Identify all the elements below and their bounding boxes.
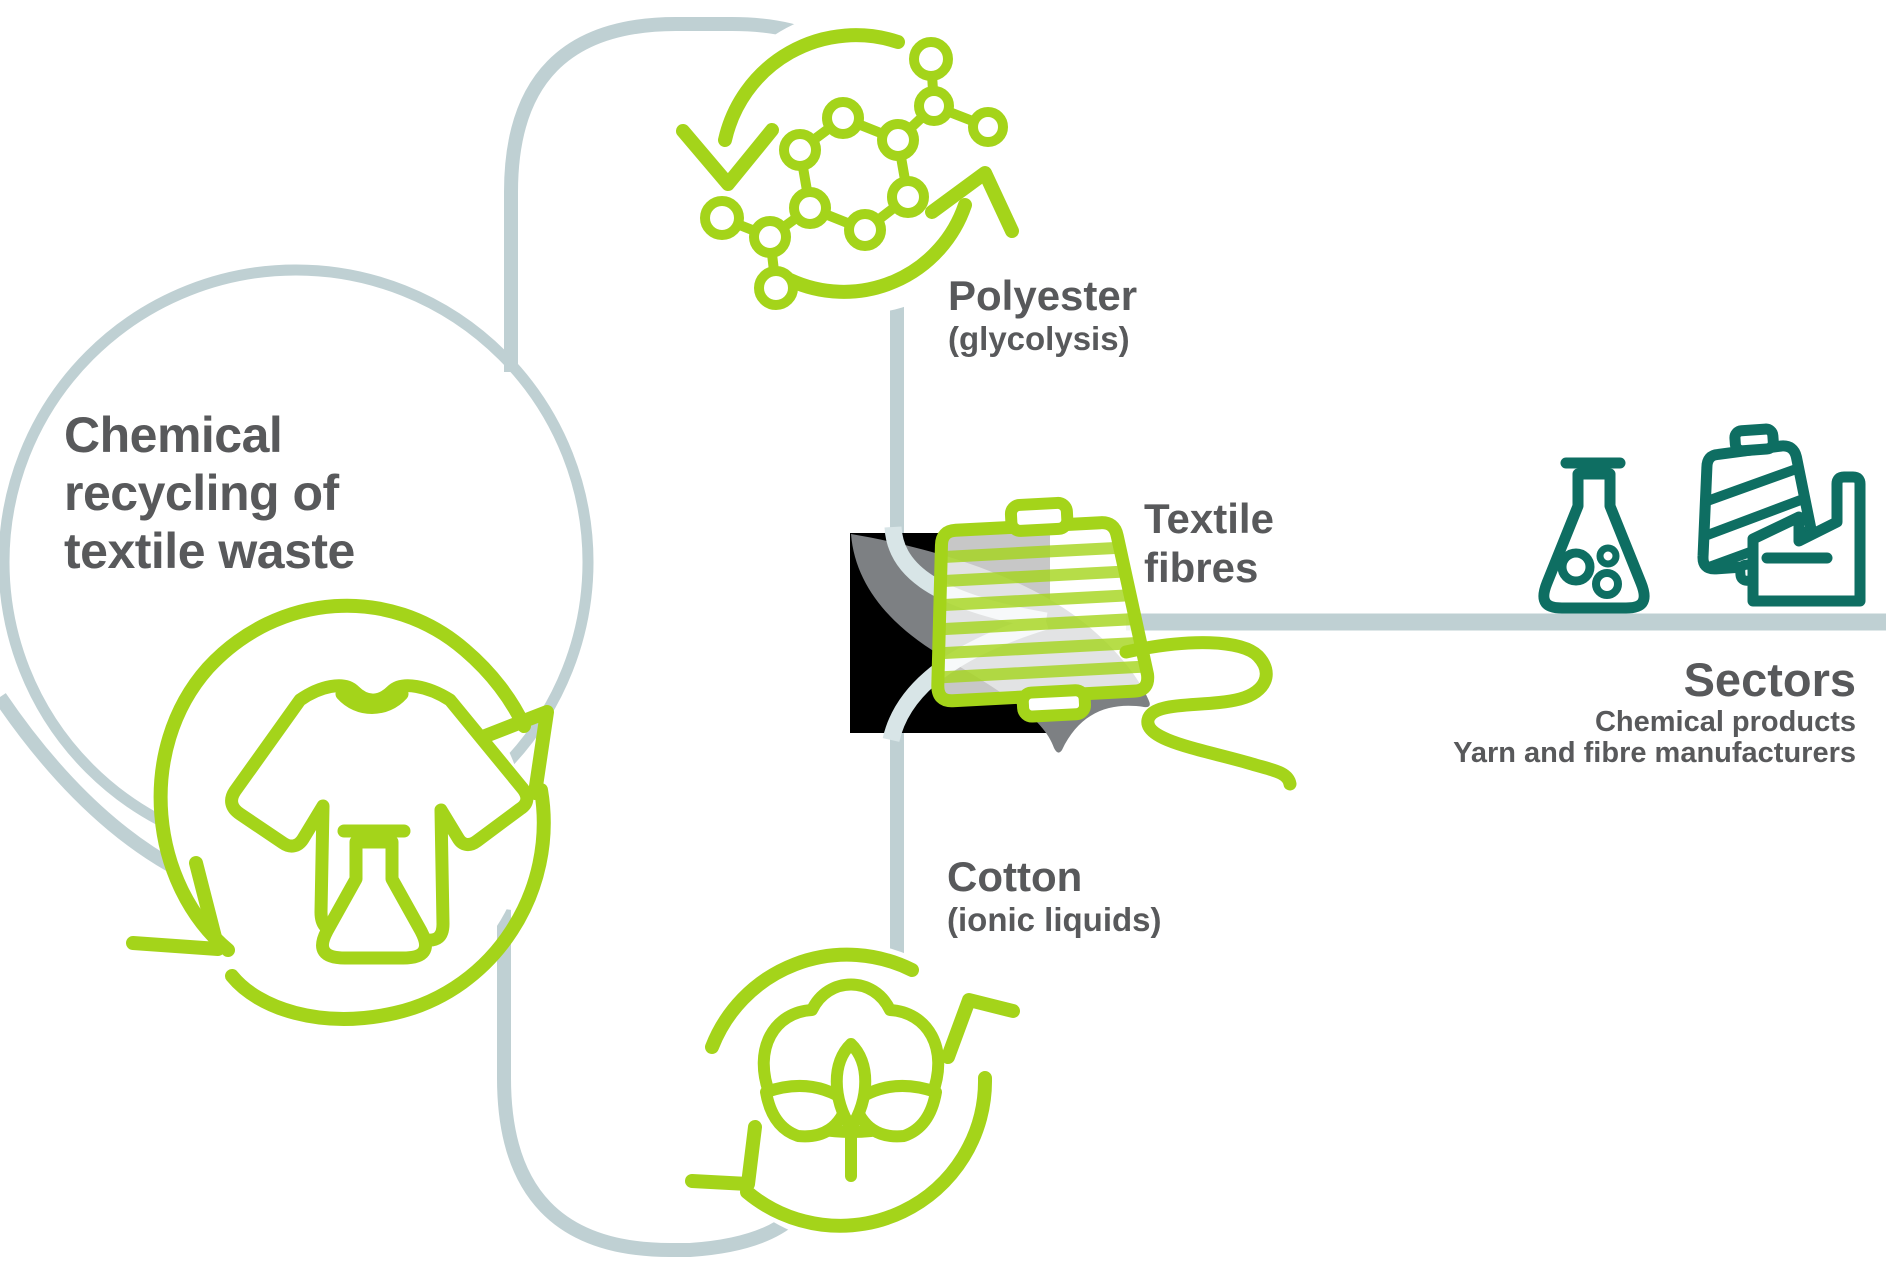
arrow-up-icon	[463, 705, 554, 800]
molecule-recycling-icon	[676, 28, 1019, 310]
cotton-label: Cotton	[947, 853, 1083, 900]
arrow-down-icon	[685, 1120, 762, 1191]
sectors-label-group: Sectors Chemical products Yarn and fibre…	[1453, 652, 1856, 769]
yarn-spool-icon	[929, 496, 1297, 791]
page-title-line: textile waste	[64, 523, 355, 579]
arrow-down-icon	[676, 123, 779, 191]
recycle-arrows-icon	[685, 947, 1020, 1233]
polyester-label-group: Polyester (glycolysis)	[948, 272, 1137, 359]
cotton-flower-icon	[757, 978, 945, 1182]
factory-building	[1747, 471, 1866, 607]
polyester-label: Polyester	[948, 272, 1138, 319]
arrow-down-icon	[126, 856, 225, 956]
page-title-line: Chemical	[64, 407, 283, 463]
recycle-arrows-icon	[676, 28, 1019, 299]
page-title-line: recycling of	[64, 465, 339, 521]
sector-item: Chemical products	[1594, 706, 1856, 738]
tshirt-collar	[335, 687, 409, 714]
spool-threads	[929, 540, 1149, 684]
textile-fibres-label: Textile fibres	[1144, 494, 1274, 592]
yarn-factory-icon	[1695, 423, 1866, 607]
thread-tail	[1119, 636, 1297, 791]
tshirt-recycling-icon	[126, 598, 554, 1026]
textile-fibres-line: fibres	[1144, 544, 1259, 591]
textile-fibres-line: Textile	[1144, 495, 1274, 542]
cotton-label-group: Cotton (ionic liquids)	[947, 853, 1161, 940]
arrow-up-icon	[941, 993, 1020, 1064]
sector-item: Yarn and fibre manufacturers	[1453, 737, 1856, 769]
cotton-recycling-icon	[685, 947, 1020, 1233]
polyester-method-label: (glycolysis)	[948, 320, 1130, 357]
tshirt-icon	[225, 679, 534, 947]
molecule-nodes	[700, 37, 1008, 310]
sectors-heading: Sectors	[1683, 653, 1856, 706]
chemical-flask-icon	[1538, 457, 1650, 614]
recycle-arrows-icon	[126, 598, 554, 1026]
flask-icon	[316, 835, 432, 965]
page-title: Chemical recycling of textile waste	[64, 406, 355, 580]
arrow-up-icon	[925, 166, 1019, 238]
cotton-method-label: (ionic liquids)	[947, 901, 1162, 938]
